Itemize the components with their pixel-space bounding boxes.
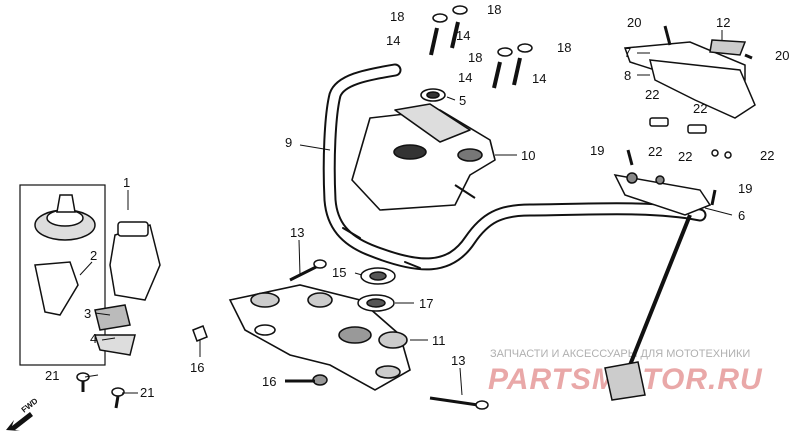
callout-5: 5 xyxy=(459,93,466,108)
fwd-label: FWD xyxy=(20,396,40,414)
callout-8: 8 xyxy=(624,68,631,83)
ignition-switch-assembly xyxy=(19,184,161,366)
callout-18-d: 18 xyxy=(557,40,571,55)
callout-18-b: 18 xyxy=(487,2,501,17)
callout-19-left: 19 xyxy=(590,143,604,158)
callout-18-a: 18 xyxy=(390,9,404,24)
callout-22-e: 22 xyxy=(760,148,774,163)
callout-16-left: 16 xyxy=(190,360,204,375)
callout-22-d: 22 xyxy=(678,149,692,164)
callout-4: 4 xyxy=(90,331,97,346)
callout-13-upper: 13 xyxy=(290,225,304,240)
callout-21-right: 21 xyxy=(140,385,154,400)
callout-20-left: 20 xyxy=(627,15,641,30)
handlebar-holder-upper xyxy=(351,103,496,211)
holder-bolts xyxy=(429,5,533,89)
callout-13-lower: 13 xyxy=(451,353,465,368)
callout-labels: 1 2 3 4 5 6 7 8 9 10 11 12 13 13 14 14 1… xyxy=(45,2,789,400)
callout-14-b: 14 xyxy=(456,28,470,43)
handlebar xyxy=(322,63,707,271)
callout-2: 2 xyxy=(90,248,97,263)
callout-20-right: 20 xyxy=(775,48,789,63)
leader-lines xyxy=(79,30,733,396)
callout-6: 6 xyxy=(738,208,745,223)
callout-15: 15 xyxy=(332,265,346,280)
callout-9: 9 xyxy=(285,135,292,150)
callout-11: 11 xyxy=(432,333,446,348)
callout-14-d: 14 xyxy=(532,71,546,86)
washers xyxy=(357,267,396,312)
loose-bolts xyxy=(76,259,489,410)
callout-22-b: 22 xyxy=(693,101,707,116)
choke-bracket-assembly xyxy=(604,25,756,401)
callout-1: 1 xyxy=(123,175,130,190)
callout-22-a: 22 xyxy=(645,87,659,102)
callout-7: 7 xyxy=(624,45,631,60)
handlebar-cap xyxy=(420,88,446,102)
callout-14-a: 14 xyxy=(386,33,400,48)
watermark-subtitle: ЗАПЧАСТИ И АКСЕССУАРЫ ДЛЯ МОТОТЕХНИКИ xyxy=(490,348,750,360)
callout-12: 12 xyxy=(716,15,730,30)
steering-top-bridge xyxy=(228,284,411,391)
callout-19-right: 19 xyxy=(738,181,752,196)
callout-14-c: 14 xyxy=(458,70,472,85)
callout-22-c: 22 xyxy=(648,144,662,159)
callout-18-c: 18 xyxy=(468,50,482,65)
callout-21-left: 21 xyxy=(45,368,59,383)
callout-17: 17 xyxy=(419,296,433,311)
fwd-arrow: FWD xyxy=(6,396,40,431)
callout-10: 10 xyxy=(521,148,535,163)
callout-3: 3 xyxy=(84,306,91,321)
callout-16-right: 16 xyxy=(262,374,276,389)
